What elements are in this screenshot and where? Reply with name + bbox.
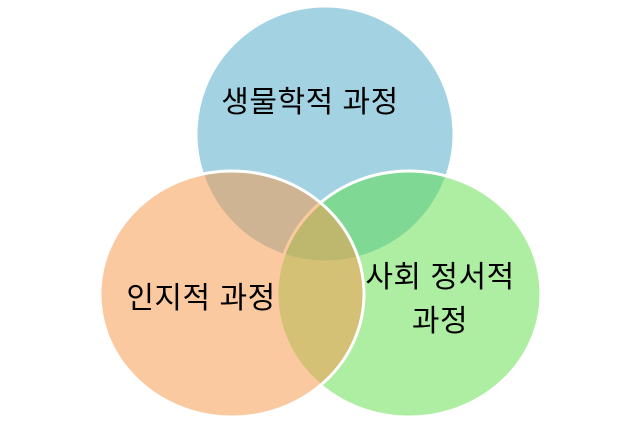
venn-circle-cognitive [98,169,366,419]
